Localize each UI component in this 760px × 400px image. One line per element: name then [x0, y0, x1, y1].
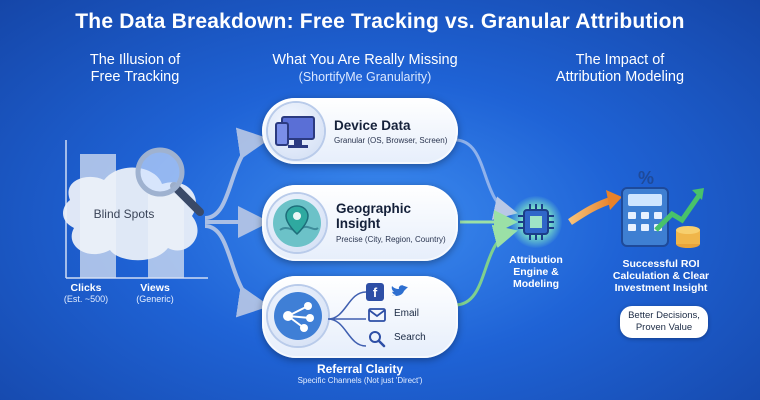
- geo-desc: Precise (City, Region, Country): [336, 235, 446, 244]
- geo-icon-circle: [268, 194, 326, 252]
- views-sub: (Generic): [136, 294, 174, 304]
- processor-chip-icon: [518, 204, 554, 240]
- clicks-label: Clicks (Est. ~500): [56, 282, 116, 304]
- middle-heading: What You Are Really Missing (ShortifyMe …: [240, 52, 490, 86]
- magnifier-icon: [135, 147, 204, 216]
- map-pin-icon: [273, 199, 321, 247]
- twitter-icon: [391, 285, 408, 296]
- search-label: Search: [394, 332, 426, 343]
- referral-title: Referral Clarity: [316, 362, 404, 376]
- right-heading: The Impact of Attribution Modeling: [555, 52, 685, 85]
- engine-label: Attribution Engine & Modeling: [509, 254, 563, 290]
- referral-panel: f Email Search: [262, 276, 458, 358]
- device-title: Device Data: [334, 118, 411, 133]
- referral-caption: Referral Clarity Specific Channels (Not …: [262, 362, 458, 385]
- referral-desc: Specific Channels (Not just 'Direct'): [297, 376, 423, 385]
- email-icon: [368, 308, 386, 322]
- svg-text:%: %: [638, 168, 654, 188]
- page-title: The Data Breakdown: Free Tracking vs. Gr…: [75, 10, 685, 33]
- geographic-panel: Geographic Insight Precise (City, Region…: [262, 185, 458, 261]
- outcome-label: Successful ROI Calculation & Clear Inves…: [612, 258, 710, 294]
- search-icon: [369, 331, 386, 348]
- referral-branch-lines: [327, 291, 367, 347]
- device-desc: Granular (OS, Browser, Screen): [334, 136, 448, 145]
- value-badge-text: Better Decisions, Proven Value: [628, 310, 700, 333]
- email-label: Email: [394, 308, 420, 319]
- value-badge: Better Decisions, Proven Value: [620, 306, 708, 338]
- calculator-growth-icon: %: [621, 168, 704, 248]
- left-heading: The Illusion of Free Tracking: [89, 52, 181, 85]
- facebook-icon: f: [366, 283, 384, 301]
- blind-spots-label: Blind Spots: [93, 207, 155, 221]
- device-icon-circle: [268, 103, 324, 159]
- referral-icon-circle: [268, 286, 328, 346]
- clicks-sub: (Est. ~500): [63, 294, 109, 304]
- device-data-panel: Device Data Granular (OS, Browser, Scree…: [262, 98, 458, 164]
- views-label: Views (Generic): [125, 282, 185, 304]
- share-network-icon: [274, 292, 322, 340]
- geo-title: Geographic Insight: [336, 201, 412, 231]
- monitor-phone-icon: [275, 116, 315, 148]
- middle-subheading: (ShortifyMe Granularity): [298, 70, 432, 84]
